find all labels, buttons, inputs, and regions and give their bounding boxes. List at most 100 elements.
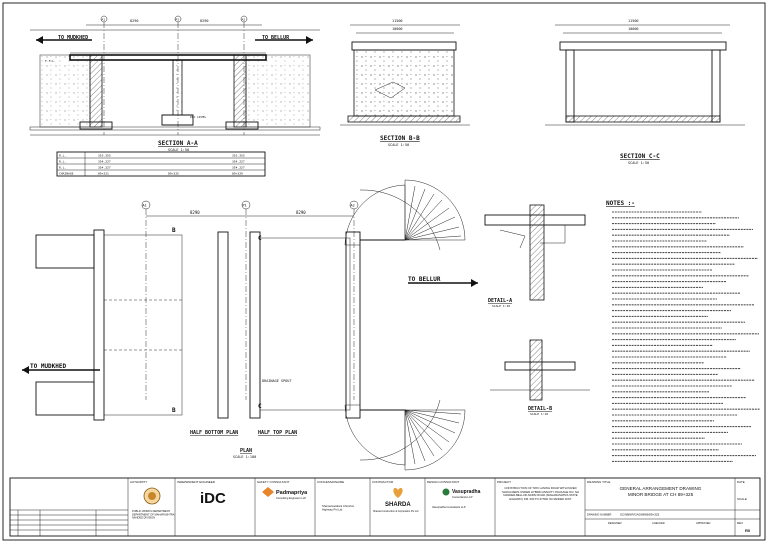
svg-text:APPROVED: APPROVED <box>696 521 711 525</box>
arrow-to-mudkhed: TO MUDKHED <box>36 35 92 44</box>
svg-text:A1: A1 <box>102 18 106 22</box>
svg-text:Sharda Construction & Corporat: Sharda Construction & Corporation Pvt Lt… <box>373 510 419 513</box>
svg-text:SCALE: SCALE <box>737 497 747 501</box>
svg-text:89+329: 89+329 <box>232 172 243 176</box>
svg-text:354.227: 354.227 <box>232 166 245 170</box>
project-description: CONSTRUCTION OF TWO LANING ROAD WITH PAV… <box>502 487 579 501</box>
bb-wall <box>353 49 455 117</box>
svg-text:DRAINAGE SPOUT: DRAINAGE SPOUT <box>262 379 292 383</box>
detail-a-scale: SCALE 1:10 <box>492 304 510 308</box>
svg-text:TO MUDKHED: TO MUDKHED <box>30 363 67 370</box>
arrow-plan-bellur: TO BELLUR <box>408 276 478 287</box>
svg-text:DRAWING NUMBER: DRAWING NUMBER <box>587 513 612 517</box>
svg-text:B: B <box>172 407 176 414</box>
svg-text:TO BELLUR: TO BELLUR <box>408 276 441 283</box>
svg-text:SAFETY CONSULTANT: SAFETY CONSULTANT <box>257 480 290 484</box>
idc-logo: iDC <box>200 490 226 507</box>
padmapriya-logo: Padmapriya Consulting Engineers LLP <box>262 487 308 500</box>
svg-text:DATE: DATE <box>737 480 745 484</box>
svg-text:INDEPENDENT ENGINEER: INDEPENDENT ENGINEER <box>177 480 216 484</box>
dim-mid-cc: 10000 <box>628 27 639 31</box>
section-bb-title: SECTION B-B <box>380 135 420 142</box>
pier <box>172 59 183 116</box>
svg-text:A2: A2 <box>242 18 246 22</box>
ffl-label: F.F.L. <box>45 59 56 63</box>
svg-text:P1: P1 <box>243 204 247 208</box>
section-cc-title: SECTION C-C <box>620 153 660 160</box>
drawing-number: SC/NBNR/GAD/MNB/89+325 <box>620 513 660 517</box>
section-cc: 11500 10000 SECTION C-C SCALE 1:50 <box>545 19 745 165</box>
svg-text:Padmapriya: Padmapriya <box>276 490 308 496</box>
section-cc-scale: SCALE 1:50 <box>628 161 649 165</box>
detail-b-title: DETAIL-B <box>528 406 552 412</box>
section-aa-scale: SCALE 1:50 <box>168 148 189 152</box>
svg-text:DESIGNED: DESIGNED <box>608 521 622 525</box>
section-aa-title: SECTION A-A <box>158 140 198 147</box>
notes-heading: NOTES :- <box>606 200 635 207</box>
arrow-plan-mudkhed: TO MUDKHED <box>22 363 100 374</box>
svg-text:354.227: 354.227 <box>98 166 111 170</box>
authority-seal-icon <box>143 487 161 505</box>
detail-b-scale: SCALE 1:10 <box>530 412 548 416</box>
svg-text:353.355: 353.355 <box>98 154 111 158</box>
svg-text:SHARDA: SHARDA <box>385 502 411 508</box>
dim-top-aa: 8290 <box>130 19 138 23</box>
svg-text:A2: A2 <box>351 204 355 208</box>
svg-text:Vasupradha: Vasupradha <box>452 489 481 495</box>
svg-text:89+325: 89+325 <box>168 172 179 176</box>
svg-text:DRAWING TITLE: DRAWING TITLE <box>587 480 610 484</box>
svg-text:PROJECT: PROJECT <box>497 480 511 484</box>
svg-text:CHECKED: CHECKED <box>652 521 665 525</box>
arrow-label-mudkhed: TO MUDKHED <box>58 35 88 41</box>
vasupradha-logo: Vasupradha Consultants LLP <box>442 488 481 499</box>
svg-text:CONCESSIONAIRE: CONCESSIONAIRE <box>317 480 344 484</box>
svg-text:R.L.: R.L. <box>59 154 66 158</box>
svg-text:AUTHORITY: AUTHORITY <box>130 480 147 484</box>
drawing-title: GENERAL ARRANGEMENT DRAWING MINOR BRIDGE… <box>619 486 702 497</box>
detail-a: DETAIL-A SCALE 1:10 <box>484 204 586 308</box>
fan-top <box>344 179 466 246</box>
svg-text:R.L.: R.L. <box>59 166 66 170</box>
dim-top-aa-2: 8290 <box>200 19 208 23</box>
svg-text:354.227: 354.227 <box>98 160 111 164</box>
svg-text:8290: 8290 <box>190 210 200 215</box>
svg-text:CHAINAGE: CHAINAGE <box>59 172 74 176</box>
svg-text:C: C <box>258 403 262 410</box>
svg-text:Vasupradha Consultants LLP: Vasupradha Consultants LLP <box>432 505 466 509</box>
dim-top-bb: 11500 <box>392 19 403 23</box>
svg-text:Consulting Engineers LLP: Consulting Engineers LLP <box>276 496 306 500</box>
plan-title: PLAN <box>240 448 252 454</box>
detail-a-title: DETAIL-A <box>488 298 512 304</box>
section-bb-scale: SCALE 1:50 <box>388 143 409 147</box>
abutment-right <box>233 54 247 128</box>
section-aa: TO MUDKHED TO BELLUR 8290 8290 A1 P1 A2 <box>29 15 321 177</box>
level-table: R.L. 353.355 353.355 R.L. 354.227 354.22… <box>56 151 266 177</box>
svg-text:354.227: 354.227 <box>232 160 245 164</box>
notes-lines <box>612 211 760 462</box>
svg-text:8290: 8290 <box>296 210 306 215</box>
svg-text:DESIGN CONSULTANT: DESIGN CONSULTANT <box>427 480 459 484</box>
svg-text:Consultants LLP: Consultants LLP <box>452 495 473 499</box>
arrow-to-bellur: TO BELLUR <box>255 35 313 44</box>
svg-text:CONTRACTOR: CONTRACTOR <box>372 480 394 484</box>
plan-view: A1 P1 A2 8290 8290 <box>22 179 478 471</box>
svg-text:R.L.: R.L. <box>59 160 66 164</box>
svg-text:B: B <box>172 227 176 234</box>
dim-top-cc: 11500 <box>628 19 639 23</box>
fan-bottom <box>344 404 466 471</box>
svg-text:P1: P1 <box>176 18 180 22</box>
sharda-logo: SHARDA <box>385 487 411 508</box>
svg-text:353.355: 353.355 <box>232 154 245 158</box>
svg-text:REV: REV <box>737 521 743 525</box>
arrow-label-bellur: TO BELLUR <box>262 35 290 41</box>
svg-text:C: C <box>258 235 262 242</box>
pcc-label: PCC LEVEL <box>190 115 206 119</box>
notes-block: NOTES :- <box>606 200 760 462</box>
detail-b: DETAIL-B SCALE 1:10 <box>490 339 590 416</box>
